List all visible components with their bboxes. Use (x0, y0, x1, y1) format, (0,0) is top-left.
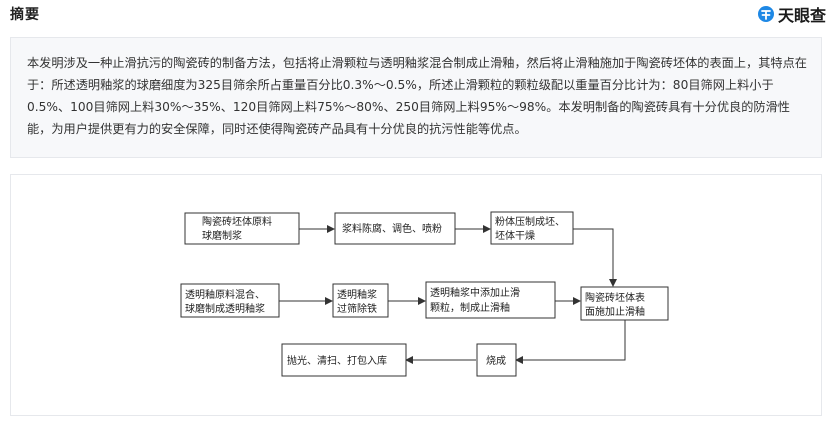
flow-node-box (580, 286, 669, 321)
flow-node-press-dry: 粉体压制成坯、 坯体干燥 (490, 211, 574, 245)
flow-node-glaze-mixing-milling: 透明釉原料混合、 球磨制成透明釉浆 (180, 283, 280, 318)
flow-node-label: 粉体压制成坯、 (495, 215, 565, 228)
brand-logo[interactable]: 天眼查 (757, 3, 826, 25)
flow-node-box (425, 281, 556, 319)
flow-node-box (334, 212, 456, 245)
flowchart-canvas: 陶瓷砖坯体原料 球磨制浆 浆料陈腐、调色、喷粉 粉体压制成坯、 坯体干燥 透明釉… (180, 211, 669, 377)
flow-node-box (332, 283, 389, 318)
flow-node-box (281, 343, 407, 377)
abstract-text: 本发明涉及一种止滑抗污的陶瓷砖的制备方法，包括将止滑颗粒与透明釉浆混合制成止滑釉… (27, 56, 807, 136)
flow-node-label: 过筛除铁 (337, 302, 377, 315)
flow-node-label: 透明釉浆 (337, 288, 377, 301)
abstract-header: 摘要 天眼查 (0, 0, 835, 30)
flow-node-polish-pack: 抛光、清扫、打包入库 (281, 343, 407, 377)
flow-node-label: 烧成 (486, 354, 506, 367)
section-title: 摘要 (10, 7, 40, 23)
flow-node-label: 颗粒，制成止滑釉 (430, 301, 510, 314)
flow-node-label: 陶瓷砖坯体原料 (202, 215, 272, 228)
process-flowchart: 陶瓷砖坯体原料 球磨制浆 浆料陈腐、调色、喷粉 粉体压制成坯、 坯体干燥 透明釉… (10, 174, 822, 416)
flow-node-box (184, 212, 300, 245)
abstract-panel: 本发明涉及一种止滑抗污的陶瓷砖的制备方法，包括将止滑颗粒与透明釉浆混合制成止滑釉… (10, 37, 822, 158)
flow-node-firing: 烧成 (476, 343, 517, 377)
flow-node-label: 球磨制浆 (202, 229, 242, 242)
edge-n7-n8 (515, 320, 626, 364)
edge-n3-n7 (573, 228, 617, 287)
flow-node-label: 坯体干燥 (495, 230, 535, 242)
tianyancha-logo-icon (757, 6, 774, 22)
flow-node-label: 透明釉浆中添加止滑 (430, 286, 520, 299)
brand-name: 天眼查 (777, 6, 826, 25)
flow-node-box (490, 211, 574, 245)
flow-node-apply-glaze: 陶瓷砖坯体表 面施加止滑釉 (580, 286, 669, 321)
flow-node-anti-slip-glaze: 透明釉浆中添加止滑 颗粒，制成止滑釉 (425, 281, 556, 319)
flow-node-label: 球磨制成透明釉浆 (185, 302, 265, 315)
flowchart-edges (279, 225, 626, 364)
flow-node-box (476, 343, 517, 377)
flow-node-sieve-iron-removal: 透明釉浆 过筛除铁 (332, 283, 389, 318)
flow-node-raw-body-milling: 陶瓷砖坯体原料 球磨制浆 (184, 212, 300, 245)
flow-node-aging-coloring-spray: 浆料陈腐、调色、喷粉 (334, 212, 456, 245)
flow-node-label: 陶瓷砖坯体表 (585, 291, 645, 304)
flow-node-label: 面施加止滑釉 (585, 305, 645, 318)
flow-node-box (180, 283, 280, 318)
flow-node-label: 抛光、清扫、打包入库 (287, 354, 387, 367)
flow-node-label: 透明釉原料混合、 (185, 288, 265, 301)
flow-node-label: 浆料陈腐、调色、喷粉 (342, 222, 442, 235)
